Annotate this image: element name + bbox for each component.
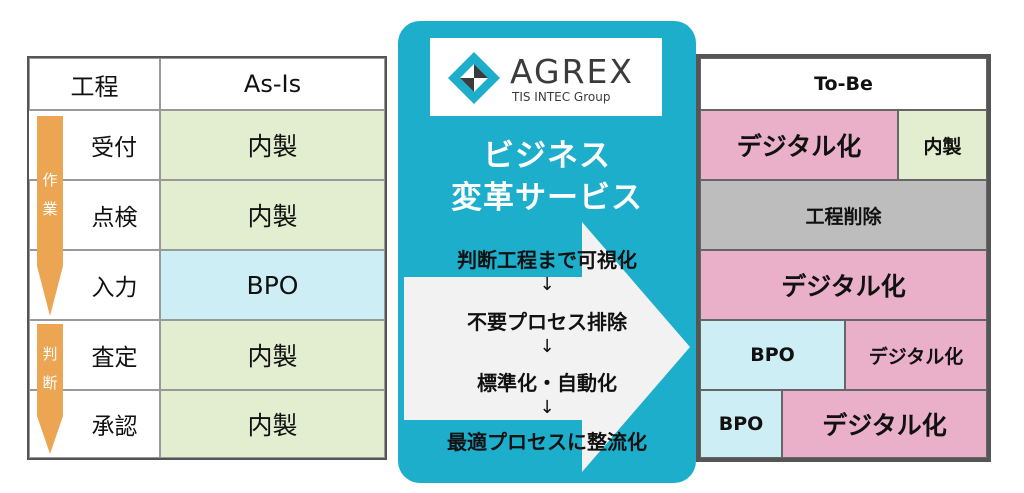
- phase-arrow-work: [37, 116, 63, 316]
- process-arrow-shape: [404, 222, 690, 472]
- phase-char: 作: [42, 171, 58, 189]
- header-process-label: 工程: [70, 72, 119, 101]
- center-title-line-2: 変革サービス: [451, 180, 643, 216]
- cell-label: BPO: [750, 344, 795, 366]
- value-label: BPO: [246, 270, 299, 300]
- flow-step-1: 判断工程まで可視化: [457, 248, 637, 272]
- phase-char: 判: [42, 345, 58, 363]
- step-label: 点検: [91, 205, 138, 231]
- phase-label-judgment: 判 断: [37, 340, 63, 397]
- as-is-row-5-value: 内製: [160, 390, 385, 458]
- to-be-row-2: 工程削除: [700, 180, 987, 250]
- as-is-row-1-value: 内製: [160, 110, 385, 180]
- cell-label: デジタル化: [822, 411, 947, 440]
- as-is-table: 工程 As-Is 受付 内製 点検 内製 入力 BPO 査定 内製 承認 内製 …: [27, 56, 387, 460]
- cell-label: デジタル化: [868, 345, 964, 368]
- cell-label: 工程削除: [805, 205, 882, 228]
- flow-down-arrow-3: ↓: [539, 397, 555, 418]
- to-be-row-4-left: BPO: [700, 320, 845, 390]
- cell-label: デジタル化: [781, 272, 906, 301]
- agrex-logo-icon: [448, 52, 500, 104]
- to-be-row-4-right: デジタル化: [845, 320, 987, 390]
- value-label: 内製: [247, 202, 298, 231]
- to-be-row-1-right: 内製: [898, 110, 987, 180]
- step-label: 承認: [91, 414, 138, 440]
- value-label: 内製: [247, 342, 298, 371]
- agrex-logo-name: AGREX: [510, 52, 634, 91]
- as-is-row-3-value: BPO: [160, 250, 385, 320]
- to-be-row-5-right: デジタル化: [782, 390, 987, 458]
- flow-down-arrow-1: ↓: [539, 274, 555, 295]
- cell-label: デジタル化: [736, 132, 862, 161]
- flow-step-2: 不要プロセス排除: [467, 310, 627, 334]
- agrex-logo: AGREX TIS INTEC Group: [430, 38, 662, 116]
- as-is-row-2-step: 点検: [29, 180, 160, 250]
- to-be-row-5-left: BPO: [700, 390, 782, 458]
- header-state-label: As-Is: [243, 70, 302, 98]
- phase-arrow-judgment: [37, 324, 63, 454]
- value-label: 内製: [247, 411, 298, 440]
- as-is-row-4-value: 内製: [160, 320, 385, 390]
- step-label: 査定: [91, 345, 138, 371]
- to-be-table: To-Be デジタル化 内製 工程削除 デジタル化 BPO デジタル化 BPO …: [696, 54, 991, 462]
- cell-label: BPO: [718, 413, 764, 435]
- as-is-header-state: As-Is: [160, 58, 385, 110]
- as-is-header-process: 工程: [29, 58, 160, 110]
- phase-char: 断: [42, 373, 58, 392]
- step-label: 受付: [91, 135, 137, 161]
- phase-label-work: 作 業: [37, 166, 63, 223]
- flow-step-4: 最適プロセスに整流化: [447, 430, 647, 454]
- flow-step-3: 標準化・自動化: [477, 371, 617, 395]
- value-label: 内製: [247, 132, 298, 161]
- to-be-header-label: To-Be: [814, 73, 873, 95]
- to-be-row-1-left: デジタル化: [700, 110, 898, 180]
- phase-char: 業: [42, 199, 58, 218]
- step-label: 入力: [91, 275, 138, 301]
- center-title-line-1: ビジネス: [483, 138, 611, 174]
- flow-down-arrow-2: ↓: [539, 336, 555, 357]
- agrex-logo-sub: TIS INTEC Group: [512, 90, 611, 104]
- to-be-row-3: デジタル化: [700, 250, 987, 320]
- cell-label: 内製: [923, 135, 962, 158]
- as-is-row-2-value: 内製: [160, 180, 385, 250]
- to-be-header: To-Be: [700, 58, 987, 110]
